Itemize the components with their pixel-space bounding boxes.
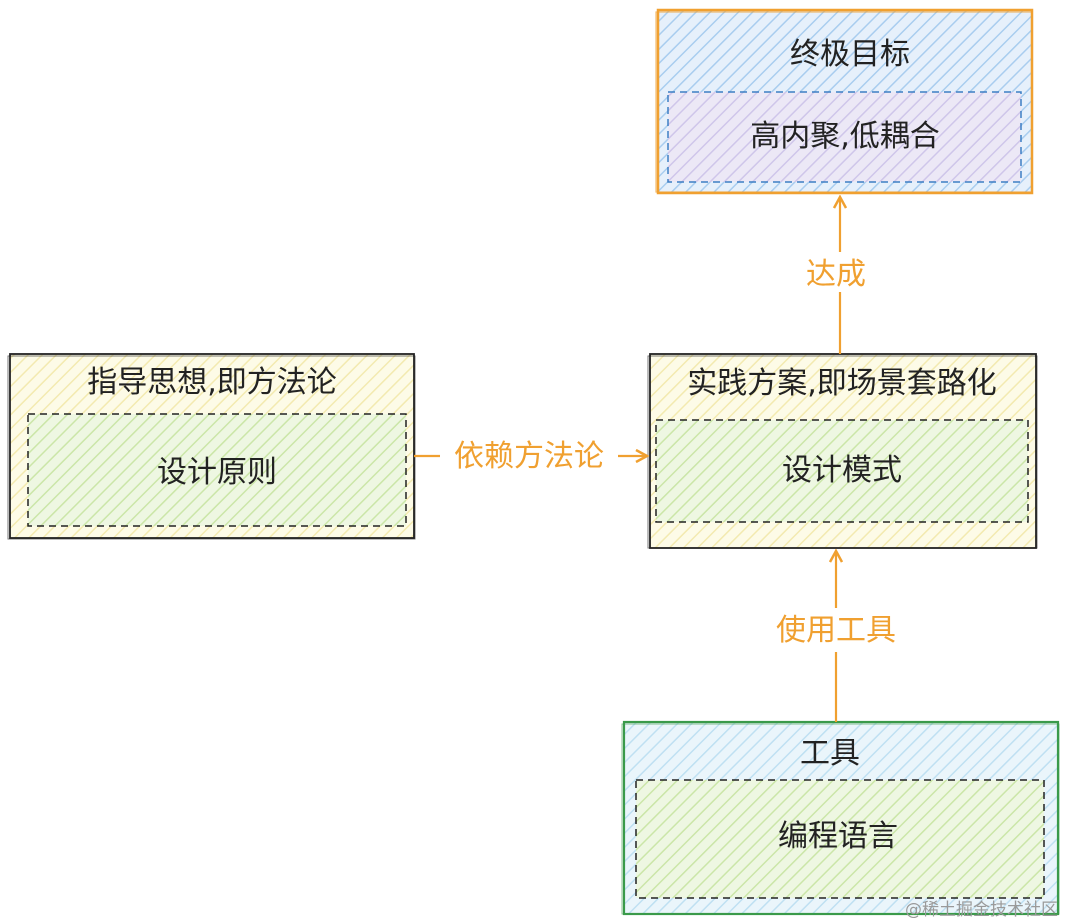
- goal-inner-label: 高内聚,低耦合: [750, 119, 940, 154]
- principle-inner-label: 设计原则: [157, 455, 277, 490]
- tool-title: 工具: [800, 736, 860, 771]
- edge-practice-to-goal: 达成: [806, 198, 866, 354]
- goal-node: 终极目标 高内聚,低耦合: [655, 8, 1034, 195]
- practice-inner-box: [655, 419, 1029, 523]
- watermark: @稀土掘金技术社区: [905, 900, 1058, 920]
- edge-label-depends: 依赖方法论: [454, 439, 604, 474]
- edge-label-use-tool: 使用工具: [776, 613, 896, 648]
- principle-title: 指导思想,即方法论: [87, 365, 337, 400]
- goal-inner-box: [667, 91, 1022, 183]
- practice-title: 实践方案,即场景套路化: [687, 366, 997, 401]
- tool-node: 工具 编程语言: [621, 720, 1060, 916]
- goal-box-sketch-line: [655, 11, 1033, 193]
- edge-label-achieve: 达成: [806, 257, 866, 292]
- tool-box-sketch-line: [621, 723, 1060, 915]
- practice-inner-label: 设计模式: [782, 453, 902, 488]
- goal-title: 终极目标: [790, 37, 910, 72]
- edge-principle-to-practice: 依赖方法论: [414, 439, 646, 474]
- tool-inner-box: [635, 779, 1045, 899]
- principle-box-sketch-line: [7, 355, 416, 540]
- tool-inner-label: 编程语言: [778, 819, 898, 854]
- principle-inner-box: [27, 413, 407, 527]
- practice-node: 实践方案,即场景套路化 设计模式: [647, 353, 1038, 549]
- principle-node: 指导思想,即方法论 设计原则: [7, 353, 416, 540]
- edge-tool-to-practice: 使用工具: [776, 552, 896, 722]
